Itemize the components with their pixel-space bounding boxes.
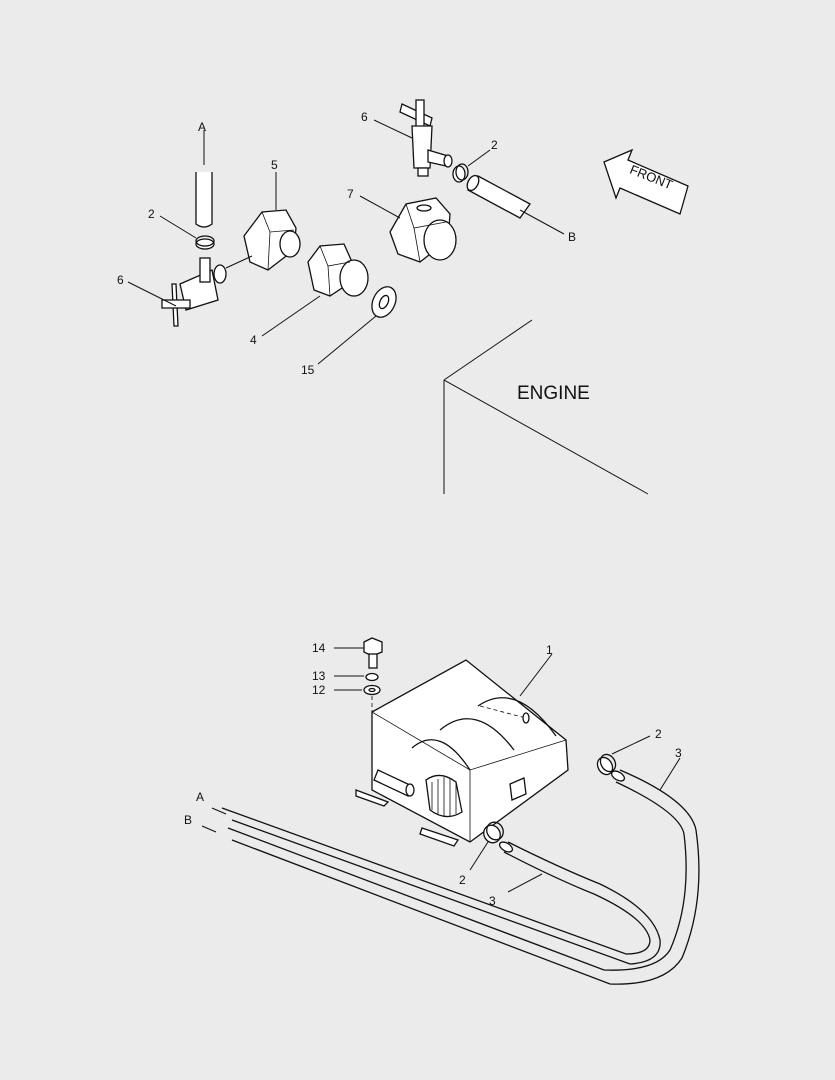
drain-cock-left [127,257,227,327]
label-2-top: 2 [491,138,498,152]
label-15: 15 [301,363,315,377]
hose-clamp-bottom [469,821,504,871]
engine-outline [443,319,649,495]
label-7: 7 [347,187,354,201]
label-1: 1 [546,643,553,657]
label-4: 4 [250,333,257,347]
hose-ends-ab [201,807,227,833]
label-b-bottom: B [184,813,192,827]
label-2-left: 2 [148,207,155,221]
hose-3-bottom [221,807,661,965]
hose-clamp-top [452,149,491,183]
label-2-bottom: 2 [459,873,466,887]
washer-15 [317,286,397,365]
hose-clamp-right [596,735,651,776]
label-6-left: 6 [117,273,124,287]
hose-a-top [195,130,213,228]
label-a-top: A [198,120,206,134]
engine-label: ENGINE [517,383,590,404]
front-direction-arrow [603,148,689,215]
drain-cock-top [373,99,453,177]
plug-4 [261,243,369,337]
label-13: 13 [312,669,326,683]
label-14: 14 [312,641,326,655]
bolt-14 [334,637,383,669]
label-12: 12 [312,683,326,697]
label-a-bottom: A [196,790,204,804]
flat-washer-12 [334,684,381,780]
label-3-right: 3 [675,746,682,760]
label-5: 5 [271,158,278,172]
label-6-top: 6 [361,110,368,124]
label-2-right: 2 [655,727,662,741]
lock-washer-13 [334,672,379,682]
label-b-top: B [568,230,576,244]
hose-3-right [227,757,700,985]
label-3-bottom: 3 [489,894,496,908]
adapter-fitting-7 [359,195,457,263]
heater-unit-1 [355,653,569,847]
adapter-fitting-5 [225,172,301,271]
hose-b-top [466,174,565,235]
hose-clamp-left [159,215,215,250]
